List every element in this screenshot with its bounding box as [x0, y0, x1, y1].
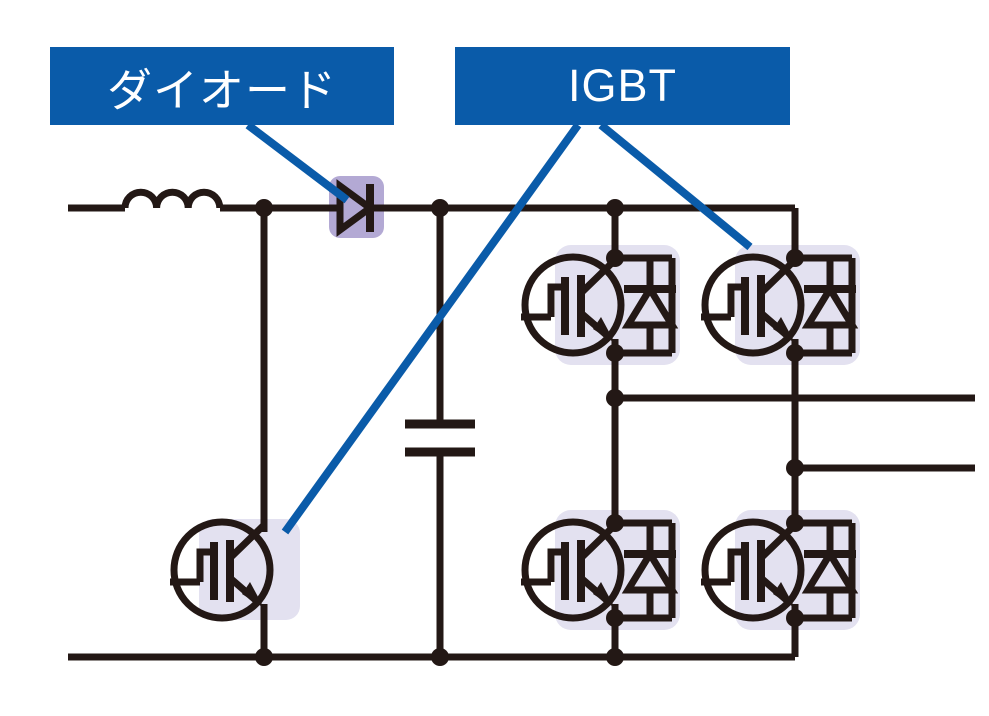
leader-igbt-to-boost-switch — [281, 122, 582, 535]
node — [786, 344, 804, 362]
node — [255, 199, 273, 217]
node — [255, 648, 273, 666]
node — [606, 648, 624, 666]
node — [606, 344, 624, 362]
leader-igbt-to-inverter — [598, 121, 753, 251]
callout-leaders — [245, 121, 753, 535]
node — [606, 389, 624, 407]
igbt-lower-left[interactable] — [521, 508, 676, 632]
callout-label-diode-text: ダイオード — [106, 64, 337, 116]
node — [431, 648, 449, 666]
node — [606, 199, 624, 217]
boost-igbt-highlight-box — [199, 519, 300, 620]
callout-label-igbt-text: IGBT — [567, 60, 677, 111]
node — [606, 249, 624, 267]
node — [786, 514, 804, 532]
node — [786, 249, 804, 267]
igbt-upper-left[interactable] — [521, 243, 676, 367]
node — [606, 609, 624, 627]
igbt-lower-right[interactable] — [701, 508, 856, 632]
node — [606, 514, 624, 532]
node — [786, 609, 804, 627]
junction-nodes — [255, 199, 804, 666]
callout-label-diode[interactable]: ダイオード — [50, 47, 394, 125]
boost-diode-triangle — [336, 179, 376, 237]
inductor-coils — [121, 188, 224, 209]
igbt-boost-switch[interactable] — [170, 508, 270, 632]
igbt-upper-right[interactable] — [701, 243, 856, 367]
node — [786, 459, 804, 477]
node — [431, 199, 449, 217]
callout-label-igbt[interactable]: IGBT — [455, 47, 790, 125]
leader-diode — [245, 121, 350, 204]
